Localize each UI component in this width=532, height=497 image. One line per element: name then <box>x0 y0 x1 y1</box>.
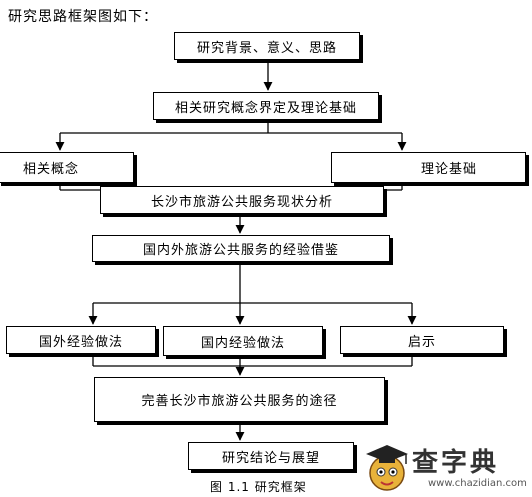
graduate-cap-mascot-icon <box>366 445 408 491</box>
box-foreign: 国外经验做法 <box>6 326 156 354</box>
box-conclusion: 研究结论与展望 <box>188 442 354 470</box>
box-related-concepts: 相关概念 <box>0 152 134 183</box>
intro-text: 研究思路框架图如下： <box>8 9 158 25</box>
watermark-url: www.chazidian.com <box>428 478 527 489</box>
figure-caption: 图 1.1 研究框架 <box>210 480 307 494</box>
box-theory-basis: 理论基础 <box>331 152 526 183</box>
watermark: 查字典 www.chazidian.com <box>360 440 532 497</box>
box-background: 研究背景、意义、思路 <box>174 32 360 60</box>
box-inspiration: 启示 <box>340 326 504 354</box>
box-domestic: 国内经验做法 <box>163 326 323 356</box>
box-approach: 完善长沙市旅游公共服务的途径 <box>94 377 385 422</box>
box-concepts-theory: 相关研究概念界定及理论基础 <box>153 92 379 120</box>
watermark-title: 查字典 <box>412 448 500 478</box>
box-status-analysis: 长沙市旅游公共服务现状分析 <box>100 186 384 214</box>
box-experience: 国内外旅游公共服务的经验借鉴 <box>92 235 390 262</box>
